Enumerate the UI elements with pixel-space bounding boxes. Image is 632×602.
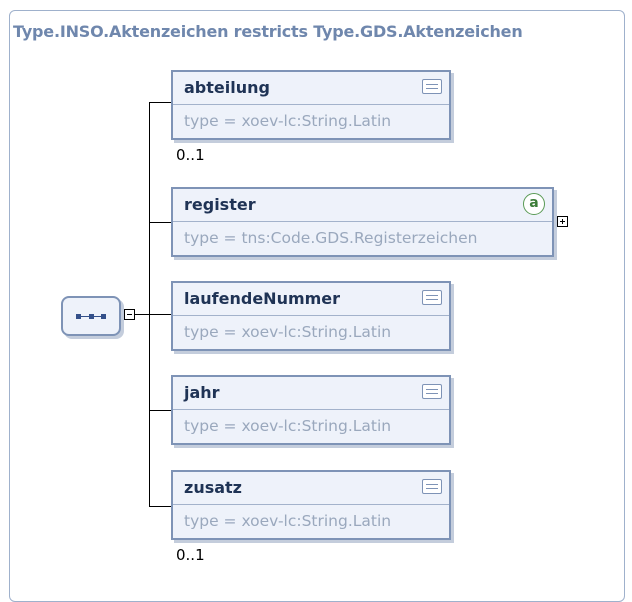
sequence-dot bbox=[101, 314, 106, 319]
element-name: zusatz bbox=[184, 478, 242, 497]
documentation-icon[interactable] bbox=[422, 290, 442, 305]
attribute-icon[interactable]: a bbox=[523, 193, 545, 215]
element-name: abteilung bbox=[184, 78, 270, 97]
element-jahr[interactable]: jahr type = xoev-lc:String.Latin bbox=[171, 375, 451, 445]
documentation-icon[interactable] bbox=[422, 479, 442, 494]
element-type: type = xoev-lc:String.Latin bbox=[184, 512, 392, 530]
element-type: type = tns:Code.GDS.Registerzeichen bbox=[184, 229, 478, 247]
element-laufendeNummer[interactable]: laufendeNummer type = xoev-lc:String.Lat… bbox=[171, 281, 451, 351]
cardinality-label: 0..1 bbox=[176, 546, 205, 564]
element-type: type = xoev-lc:String.Latin bbox=[184, 112, 392, 130]
connector-line bbox=[149, 314, 171, 315]
element-name: register bbox=[184, 195, 256, 214]
connector-line bbox=[149, 506, 171, 507]
documentation-icon[interactable] bbox=[422, 384, 442, 399]
expand-register-toggle[interactable] bbox=[557, 216, 568, 227]
element-abteilung[interactable]: abteilung type = xoev-lc:String.Latin bbox=[171, 70, 451, 140]
element-name-row: register a bbox=[173, 189, 552, 222]
connector-line bbox=[149, 102, 150, 507]
cardinality-label: 0..1 bbox=[176, 146, 205, 164]
connector-line bbox=[135, 314, 150, 315]
element-name-row: jahr bbox=[173, 377, 449, 410]
element-type: type = xoev-lc:String.Latin bbox=[184, 323, 392, 341]
element-name: jahr bbox=[184, 383, 220, 402]
connector-line bbox=[149, 410, 171, 411]
element-type: type = xoev-lc:String.Latin bbox=[184, 417, 392, 435]
element-zusatz[interactable]: zusatz type = xoev-lc:String.Latin bbox=[171, 470, 451, 540]
element-register[interactable]: register a type = tns:Code.GDS.Registerz… bbox=[171, 187, 554, 257]
sequence-dot bbox=[89, 314, 94, 319]
documentation-icon[interactable] bbox=[422, 79, 442, 94]
element-name-row: zusatz bbox=[173, 472, 449, 505]
diagram-title: Type.INSO.Aktenzeichen restricts Type.GD… bbox=[13, 22, 523, 41]
sequence-dot bbox=[76, 314, 81, 319]
element-name-row: laufendeNummer bbox=[173, 283, 449, 316]
element-name-row: abteilung bbox=[173, 72, 449, 105]
connector-line bbox=[149, 102, 171, 103]
element-name: laufendeNummer bbox=[184, 289, 341, 308]
sequence-compositor[interactable] bbox=[61, 296, 121, 336]
collapse-sequence-toggle[interactable] bbox=[124, 309, 135, 320]
connector-line bbox=[149, 222, 171, 223]
